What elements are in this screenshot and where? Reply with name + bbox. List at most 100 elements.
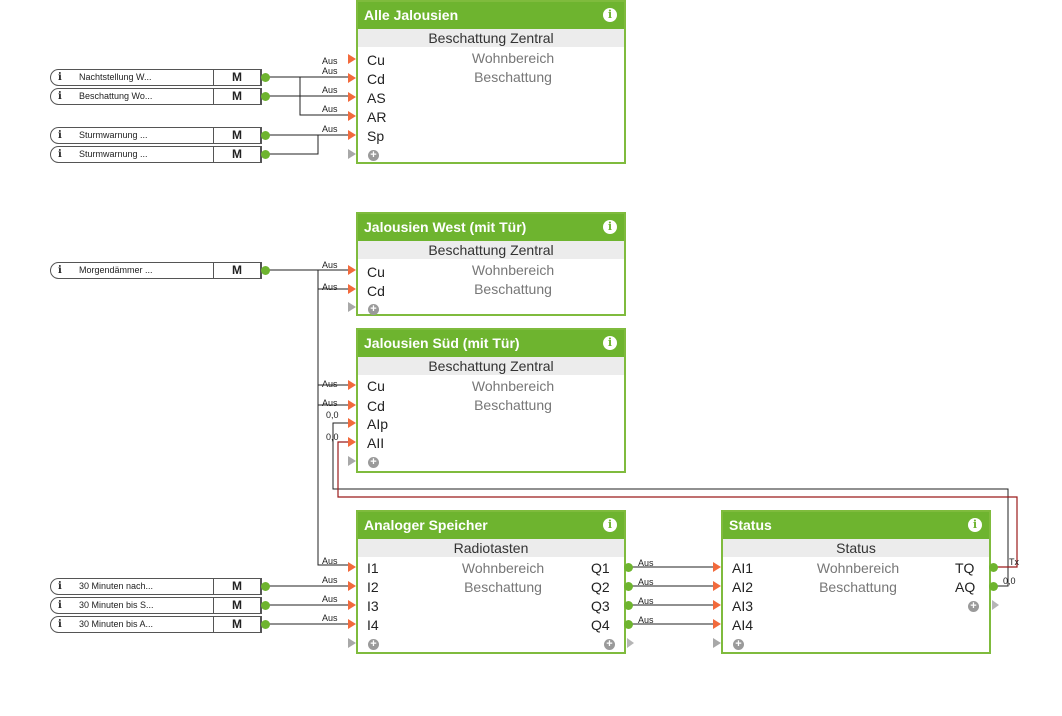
- input-pin[interactable]: [348, 437, 356, 447]
- output-pin[interactable]: [624, 563, 633, 572]
- info-icon[interactable]: i: [603, 336, 617, 350]
- input-pin[interactable]: [713, 581, 721, 591]
- output-pin[interactable]: [261, 131, 270, 140]
- input-pin[interactable]: [348, 600, 356, 610]
- output-pin[interactable]: [261, 582, 270, 591]
- add-output-icon[interactable]: +: [604, 639, 615, 650]
- output-pin[interactable]: [624, 582, 633, 591]
- add-output-icon[interactable]: +: [968, 601, 979, 612]
- memory-button[interactable]: M: [213, 616, 261, 633]
- add-input-icon[interactable]: +: [368, 150, 379, 161]
- input-pin[interactable]: [348, 54, 356, 64]
- add-input-icon[interactable]: +: [368, 457, 379, 468]
- input-pin[interactable]: [713, 562, 721, 572]
- block-location-room: Wohnbereich: [461, 560, 545, 576]
- input-pin[interactable]: [348, 302, 356, 312]
- input-pin[interactable]: [713, 638, 721, 648]
- input-pin[interactable]: [348, 92, 356, 102]
- wire-label: 0,0: [326, 410, 339, 420]
- input-block[interactable]: i Beschattung Wo... M: [50, 88, 262, 105]
- input-block[interactable]: i Morgendämmer ... M: [50, 262, 262, 279]
- memory-button[interactable]: M: [213, 127, 261, 144]
- wire-label: Aus: [322, 56, 338, 66]
- block-title[interactable]: Jalousien West (mit Tür) i: [358, 214, 624, 241]
- info-icon: i: [58, 265, 62, 276]
- input-pin[interactable]: [348, 111, 356, 121]
- input-port-label: Cd: [367, 398, 385, 414]
- output-pin[interactable]: [627, 638, 634, 648]
- input-pin[interactable]: [348, 562, 356, 572]
- input-block[interactable]: i Nachtstellung W... M: [50, 69, 262, 86]
- block-title-text: Jalousien West (mit Tür): [364, 219, 527, 235]
- output-pin[interactable]: [261, 601, 270, 610]
- input-block[interactable]: i 30 Minuten nach... M: [50, 578, 262, 595]
- block-title[interactable]: Status i: [723, 512, 989, 539]
- input-pin[interactable]: [348, 380, 356, 390]
- input-pin[interactable]: [348, 73, 356, 83]
- input-pin[interactable]: [348, 265, 356, 275]
- memory-button[interactable]: M: [213, 597, 261, 614]
- block-title[interactable]: Alle Jalousien i: [358, 2, 624, 29]
- function-block-jalousien-sued[interactable]: Jalousien Süd (mit Tür) i Beschattung Ze…: [356, 328, 626, 473]
- block-location-category: Beschattung: [474, 69, 552, 85]
- input-pin[interactable]: [348, 581, 356, 591]
- wire-label: Aus: [322, 85, 338, 95]
- input-port-label: I4: [367, 617, 379, 633]
- block-title[interactable]: Analoger Speicher i: [358, 512, 624, 539]
- function-block-jalousien-west[interactable]: Jalousien West (mit Tür) i Beschattung Z…: [356, 212, 626, 316]
- function-block-analoger-speicher[interactable]: Analoger Speicher i Radiotasten Wohnbere…: [356, 510, 626, 654]
- output-pin[interactable]: [989, 563, 998, 572]
- wire: [332, 422, 1009, 587]
- output-pin[interactable]: [992, 600, 999, 610]
- block-title-text: Status: [729, 517, 772, 533]
- input-pin[interactable]: [713, 619, 721, 629]
- input-pin[interactable]: [348, 130, 356, 140]
- output-pin[interactable]: [624, 620, 633, 629]
- info-icon: i: [58, 130, 62, 141]
- info-icon[interactable]: i: [603, 220, 617, 234]
- output-pin[interactable]: [261, 150, 270, 159]
- add-input-icon[interactable]: +: [368, 304, 379, 315]
- memory-button[interactable]: M: [213, 146, 261, 163]
- input-port-label: Cd: [367, 71, 385, 87]
- output-pin[interactable]: [261, 73, 270, 82]
- wire-label: Aus: [322, 613, 338, 623]
- input-pin[interactable]: [348, 149, 356, 159]
- function-block-alle-jalousien[interactable]: Alle Jalousien i Beschattung Zentral Woh…: [356, 0, 626, 164]
- input-block-label: 30 Minuten nach...: [79, 581, 154, 591]
- add-input-icon[interactable]: +: [733, 639, 744, 650]
- output-pin[interactable]: [989, 582, 998, 591]
- info-icon[interactable]: i: [603, 518, 617, 532]
- block-title-text: Analoger Speicher: [364, 517, 488, 533]
- input-block[interactable]: i Sturmwarnung ... M: [50, 127, 262, 144]
- output-pin[interactable]: [261, 266, 270, 275]
- wire-label: Aus: [638, 558, 654, 568]
- output-pin[interactable]: [624, 601, 633, 610]
- add-input-icon[interactable]: +: [368, 639, 379, 650]
- info-icon[interactable]: i: [603, 8, 617, 22]
- wire: [268, 135, 319, 155]
- memory-button[interactable]: M: [213, 69, 261, 86]
- input-pin[interactable]: [713, 600, 721, 610]
- input-block[interactable]: i 30 Minuten bis A... M: [50, 616, 262, 633]
- output-pin[interactable]: [261, 620, 270, 629]
- memory-button[interactable]: M: [213, 578, 261, 595]
- input-pin[interactable]: [348, 418, 356, 428]
- info-icon: i: [58, 600, 62, 611]
- input-pin[interactable]: [348, 638, 356, 648]
- memory-button[interactable]: M: [213, 262, 261, 279]
- output-pin[interactable]: [261, 92, 270, 101]
- block-title[interactable]: Jalousien Süd (mit Tür) i: [358, 330, 624, 357]
- input-pin[interactable]: [348, 284, 356, 294]
- wire-label: Aus: [322, 594, 338, 604]
- wire-label: Aus: [322, 556, 338, 566]
- input-block[interactable]: i 30 Minuten bis S... M: [50, 597, 262, 614]
- feedback-wire: [337, 441, 1018, 568]
- input-pin[interactable]: [348, 456, 356, 466]
- function-block-status[interactable]: Status i Status Wohnbereich Beschattung …: [721, 510, 991, 654]
- info-icon[interactable]: i: [968, 518, 982, 532]
- memory-button[interactable]: M: [213, 88, 261, 105]
- input-pin[interactable]: [348, 619, 356, 629]
- input-block[interactable]: i Sturmwarnung ... M: [50, 146, 262, 163]
- input-pin[interactable]: [348, 400, 356, 410]
